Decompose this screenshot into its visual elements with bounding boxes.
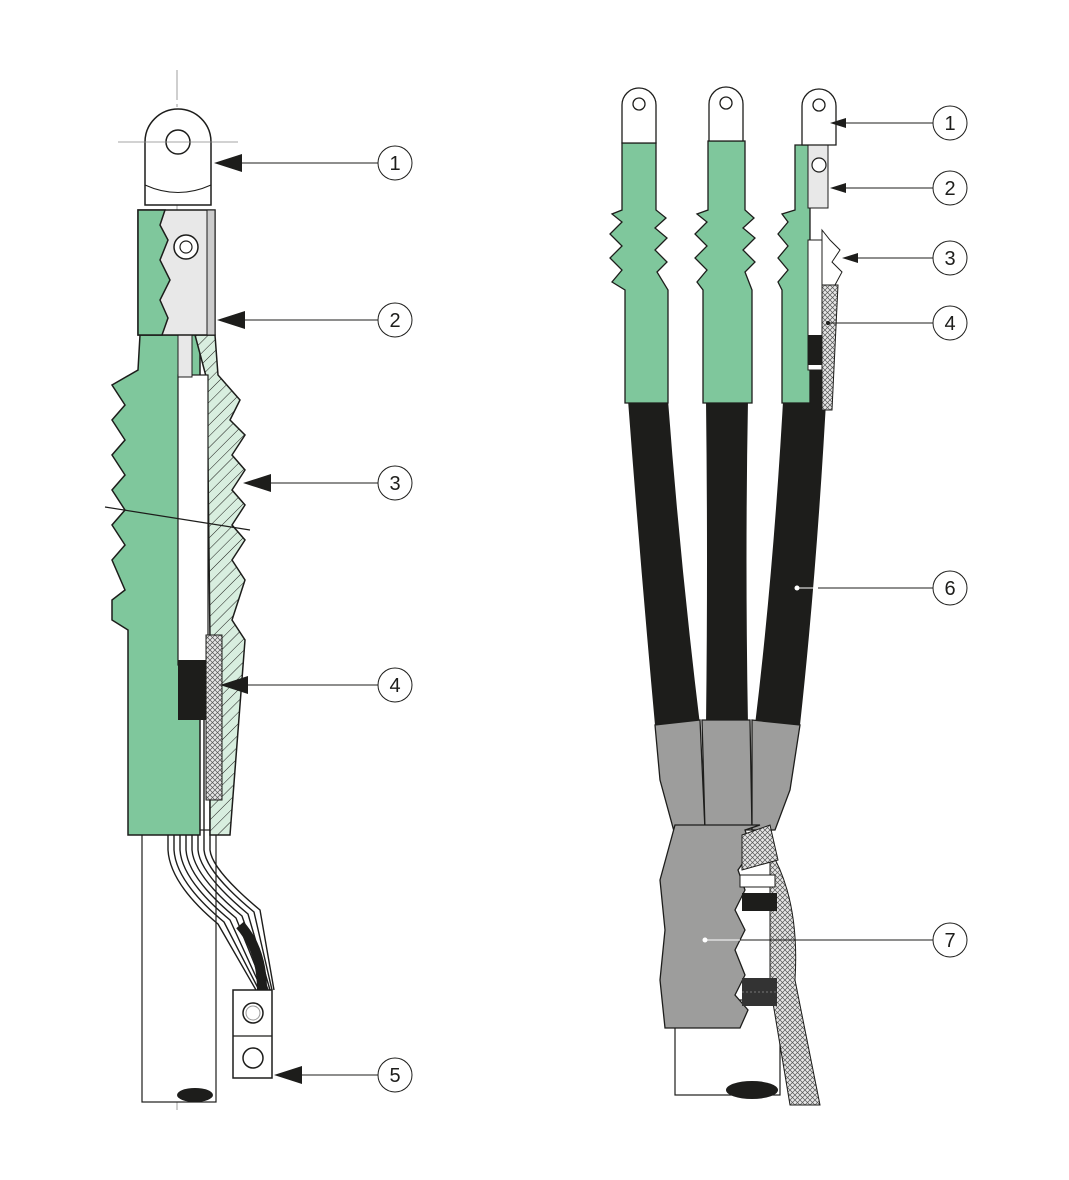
callout-number: 7 xyxy=(944,930,955,952)
callout-1: 1 xyxy=(214,145,413,181)
section-line xyxy=(104,506,251,531)
sleeve-middle xyxy=(694,140,756,404)
callout-7: 7 xyxy=(702,922,968,958)
conductor-end xyxy=(177,1088,213,1102)
cable-sheath xyxy=(141,829,217,1103)
breakout-finger-left xyxy=(654,719,706,836)
callout-4: 4 xyxy=(826,305,968,341)
right-callouts: 1 2 3 4 6 xyxy=(702,105,968,958)
left-callouts: 1 2 3 4 5 xyxy=(214,145,413,1093)
core-left xyxy=(628,400,700,725)
cable-lug xyxy=(144,108,212,206)
callout-number: 3 xyxy=(944,248,955,270)
callout-4: 4 xyxy=(220,667,413,703)
lug-middle xyxy=(708,86,744,142)
semicon-layer xyxy=(178,660,208,720)
callout-3: 3 xyxy=(243,465,413,501)
callout-1: 1 xyxy=(830,105,968,141)
callout-number: 3 xyxy=(389,473,400,495)
callout-2: 2 xyxy=(830,170,968,206)
callout-5: 5 xyxy=(274,1057,413,1093)
callout-number: 4 xyxy=(389,675,400,697)
core-insulation xyxy=(177,374,209,666)
callout-number: 6 xyxy=(944,578,955,600)
stress-control xyxy=(205,634,223,801)
callout-6: 6 xyxy=(794,570,968,606)
armour-braid xyxy=(769,848,821,1106)
callout-number: 1 xyxy=(944,113,955,135)
callout-number: 2 xyxy=(389,310,400,332)
sleeve-left xyxy=(609,142,669,404)
breakout-finger-right xyxy=(751,719,801,831)
callout-2: 2 xyxy=(217,302,413,338)
sleeve-right xyxy=(777,144,811,404)
callout-number: 1 xyxy=(389,153,400,175)
breakout-finger-middle xyxy=(701,719,753,831)
lug-right xyxy=(801,88,837,146)
callout-3: 3 xyxy=(842,240,968,276)
callout-number: 5 xyxy=(389,1065,400,1087)
callout-number: 2 xyxy=(944,178,955,200)
callout-number: 4 xyxy=(944,313,955,335)
screen-wires xyxy=(167,720,275,991)
three-core-termination xyxy=(609,86,843,1106)
core-middle xyxy=(706,400,748,725)
core-right xyxy=(755,365,828,725)
termination-section xyxy=(194,334,246,836)
single-core-termination xyxy=(104,70,275,1110)
lug-left xyxy=(621,87,657,144)
